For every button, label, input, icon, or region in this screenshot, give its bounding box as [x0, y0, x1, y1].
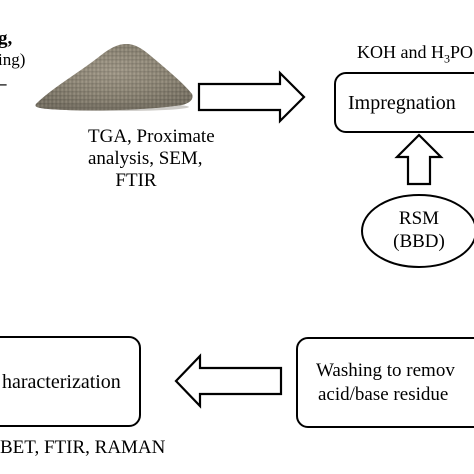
characterization-box: haracterization	[0, 336, 141, 427]
top-left-text-line2: ing)	[0, 50, 26, 69]
bottom-caption: BET, FTIR, RAMAN	[0, 437, 166, 458]
washing-label-line2: acid/base residue	[318, 384, 449, 405]
powder-caption-line2: analysis, SEM,	[88, 148, 203, 169]
impregnation-label: Impregnation	[348, 92, 456, 114]
powder-caption-line1: TGA, Proximate	[88, 126, 215, 147]
washing-label-line1: Washing to remov	[316, 360, 455, 381]
reagents-label: KOH and H3PO	[357, 42, 474, 66]
top-left-text-line1: g,	[0, 28, 13, 49]
top-left-text-line3: –	[0, 74, 7, 94]
rsm-label-line1: RSM	[398, 208, 440, 229]
washing-box: Washing to remov acid/base residue	[296, 337, 474, 428]
powder-caption-line3: FTIR	[115, 170, 157, 191]
impregnation-box: Impregnation	[334, 72, 474, 133]
rsm-label-line2: (BBD)	[393, 231, 445, 252]
characterization-label: haracterization	[2, 371, 121, 393]
